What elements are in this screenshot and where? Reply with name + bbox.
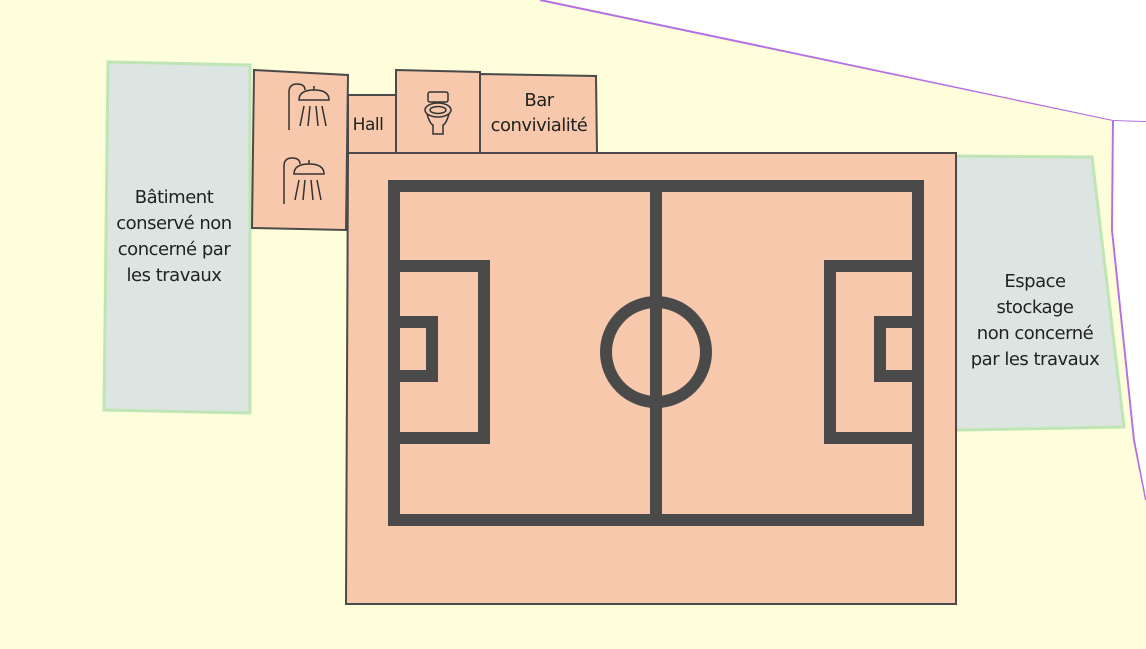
- shower-icon: [288, 83, 330, 130]
- label-line: les travaux: [126, 265, 222, 286]
- site-boundary-line-east: [1110, 119, 1146, 501]
- label-line: concerné par: [117, 239, 231, 260]
- existing-building-label: Bâtiment conservé non concerné par les t…: [108, 185, 240, 289]
- label-line: conservé non: [116, 213, 232, 234]
- label-line: non concerné: [976, 323, 1094, 344]
- toilet-icon: [424, 91, 452, 135]
- outside-site-area: [548, 0, 1146, 121]
- hall-label: Hall: [352, 115, 384, 135]
- label-line: convivialité: [490, 115, 588, 136]
- storage-space-label: Espace stockage non concerné par les tra…: [960, 269, 1110, 373]
- label-line: par les travaux: [970, 349, 1100, 370]
- toilet-room: [395, 68, 481, 154]
- label-line: Bar: [524, 90, 554, 111]
- label-line: Bâtiment: [134, 187, 214, 208]
- existing-building-west: [102, 60, 252, 415]
- label-line: stockage: [996, 297, 1074, 318]
- shower-icon: [283, 157, 325, 204]
- label-line: Espace: [1004, 271, 1066, 292]
- outside-site-area-east: [1113, 121, 1146, 498]
- shower-room: [250, 68, 350, 232]
- football-pitch-icon: [388, 180, 924, 526]
- bar-label: Bar convivialité: [482, 88, 596, 138]
